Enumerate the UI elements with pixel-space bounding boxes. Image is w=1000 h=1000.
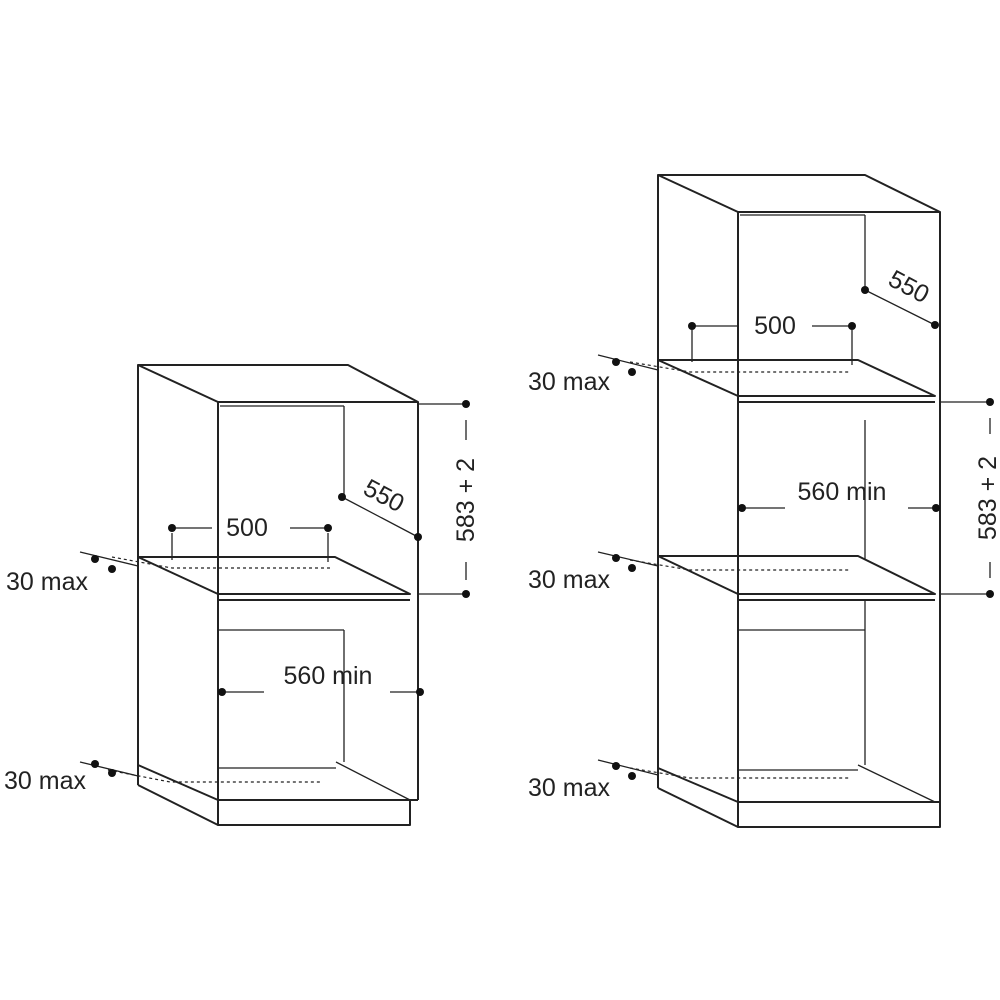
left-width-label: 500 — [226, 514, 268, 542]
left-gap-bottom-label: 30 max — [4, 767, 86, 795]
right-cabinet: 500 550 583 + 2 560 min — [528, 174, 1000, 828]
right-cabinet-outline — [597, 174, 941, 828]
left-height-label: 583 + 2 — [452, 458, 480, 542]
right-gap-top-label: 30 max — [528, 368, 610, 396]
right-gap-bottom-label: 30 max — [528, 774, 610, 802]
left-gap-top-dimension: 30 max — [6, 555, 116, 596]
right-min-width-label: 560 min — [798, 478, 887, 506]
right-height-dimension: 583 + 2 — [940, 398, 1000, 598]
right-gap-top-dimension: 30 max — [528, 358, 636, 396]
left-cabinet: 500 550 583 + 2 560 min — [4, 364, 480, 826]
left-gap-top-label: 30 max — [6, 568, 88, 596]
right-gap-mid-label: 30 max — [528, 566, 610, 594]
right-width-dimension: 500 — [688, 312, 856, 365]
left-width-dimension: 500 — [168, 514, 332, 562]
left-height-dimension: 583 + 2 — [418, 400, 480, 598]
left-gap-bottom-dimension: 30 max — [4, 760, 116, 795]
left-depth-dimension: 550 — [338, 474, 422, 541]
right-width-label: 500 — [754, 312, 796, 340]
right-gap-mid-dimension: 30 max — [528, 554, 636, 594]
left-depth-label: 550 — [359, 474, 409, 518]
right-depth-dimension: 550 — [861, 265, 939, 329]
right-min-width-dimension: 560 min — [738, 478, 940, 512]
left-min-width-label: 560 min — [284, 662, 373, 690]
left-min-width-dimension: 560 min — [218, 662, 424, 696]
right-gap-bottom-dimension: 30 max — [528, 762, 636, 802]
left-cabinet-outline — [79, 364, 419, 826]
right-height-label: 583 + 2 — [974, 456, 1000, 540]
